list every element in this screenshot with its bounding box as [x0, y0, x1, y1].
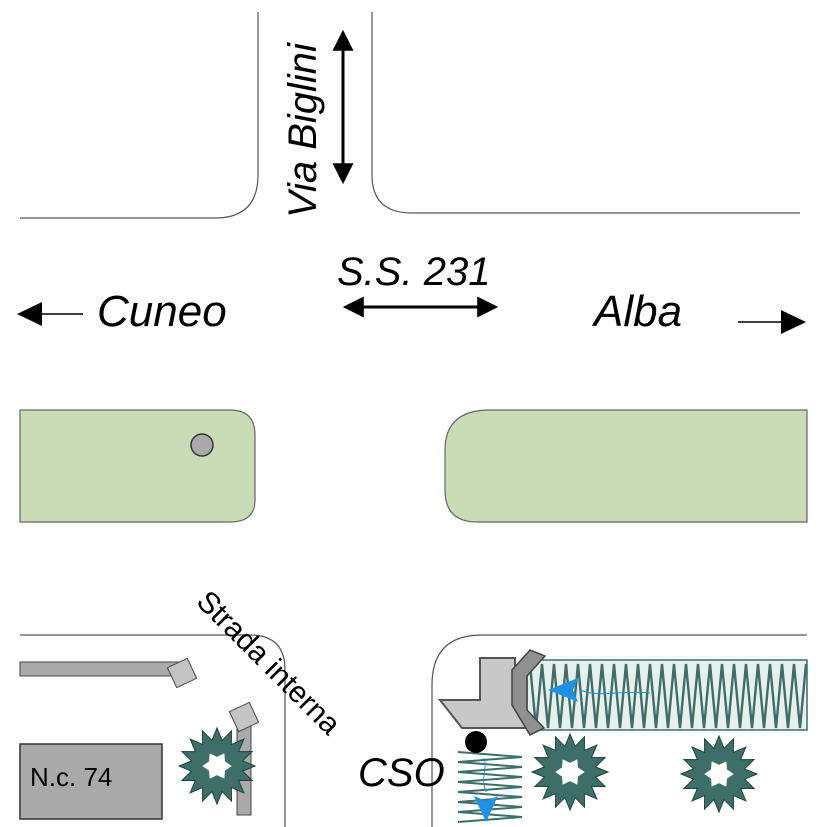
flow-line-cso: [483, 757, 487, 793]
cso-label: CSO: [358, 751, 445, 795]
curb-wing: [511, 649, 547, 736]
strada-interna-label: Strada interna: [190, 585, 347, 742]
ss231-label: S.S. 231: [337, 250, 490, 294]
trees: [177, 726, 759, 814]
via-biglini-label: Via Biglini: [281, 42, 325, 218]
building-label: N.c. 74: [30, 762, 112, 792]
building-nc74: [19, 743, 163, 820]
tree-center-1: [199, 750, 235, 782]
road-edge-southeast: [431, 634, 807, 827]
water-flow-icon-west: [548, 678, 578, 702]
flow-line-hedge: [579, 689, 651, 695]
road-edge-southwest: [20, 634, 286, 827]
tree-center-2: [552, 756, 588, 788]
drain-pipe-horizontal: [19, 661, 181, 677]
tree-center-3: [701, 758, 737, 790]
drain-outlet: [166, 657, 198, 689]
hedge-zigzag-lower: [457, 751, 523, 823]
water-flow-icon-south: [474, 796, 498, 822]
hedge-zigzag: [528, 663, 808, 729]
cuneo-label: Cuneo: [97, 287, 227, 336]
median-east: [444, 409, 808, 523]
median-west: [19, 409, 256, 523]
hedge-teeth: [528, 663, 808, 729]
cso-manhole: [465, 731, 487, 753]
road-edge-northwest: [20, 12, 259, 219]
cuneo-arrowhead: [17, 302, 42, 326]
alba-arrowhead: [781, 310, 806, 334]
drain-outlet-2: [228, 701, 260, 733]
manhole-marker: [190, 433, 214, 457]
road-edge-northeast: [371, 12, 800, 214]
alba-label: Alba: [591, 287, 682, 336]
road-edges: [20, 12, 807, 827]
hedge-teeth-lower: [457, 751, 523, 823]
